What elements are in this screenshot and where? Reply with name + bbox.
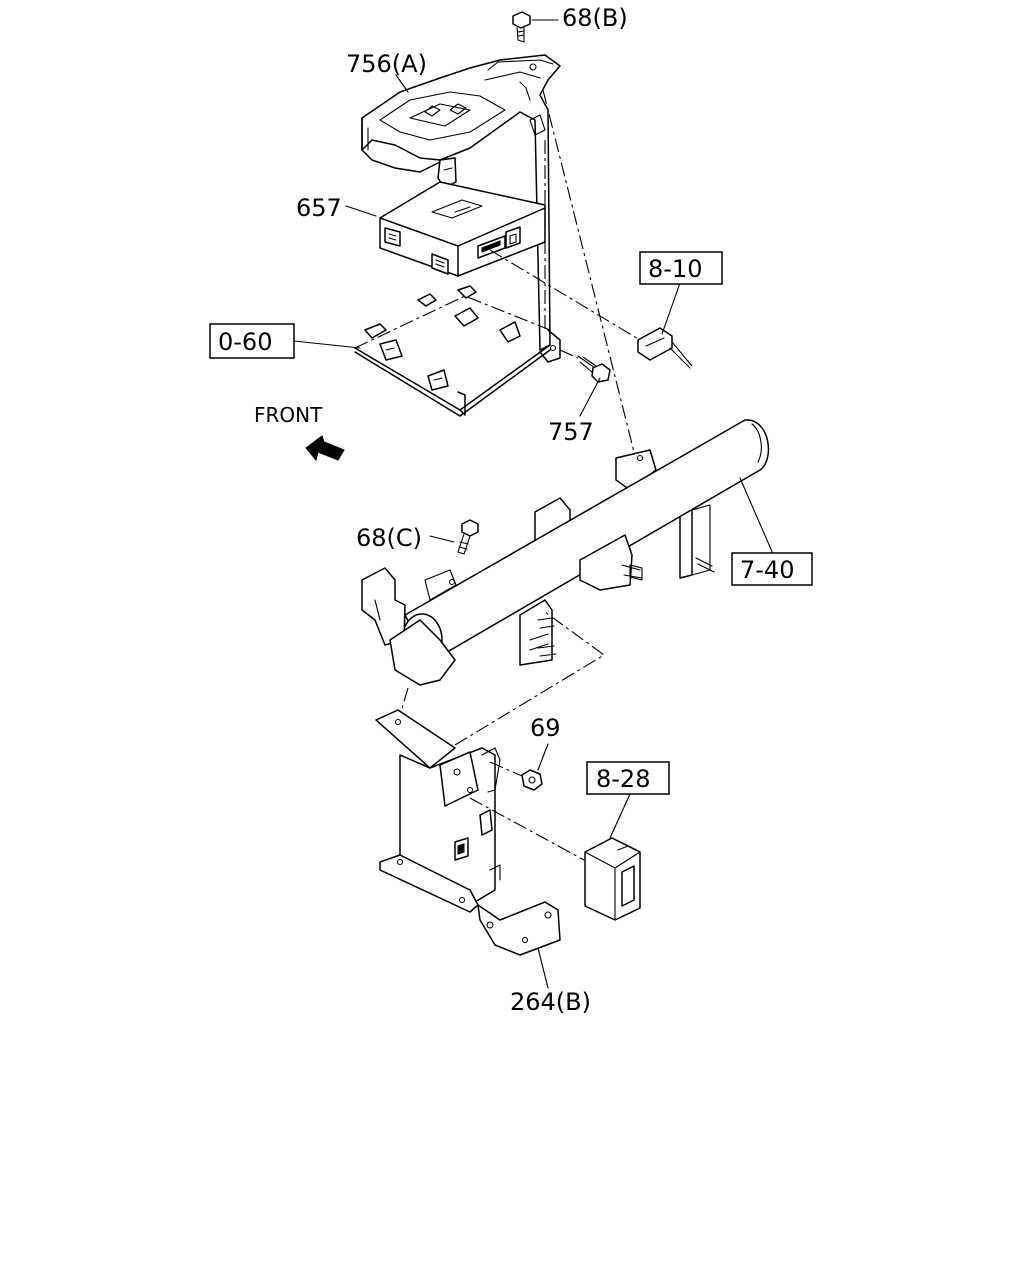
ref-box-7-40 (731, 552, 813, 586)
label-69: 69 (530, 714, 561, 742)
connector-8-10-icon (489, 249, 693, 369)
cross-beam (361, 419, 770, 686)
bolt-68b-icon (512, 11, 537, 71)
leader-dash-bracket-beam (542, 89, 636, 457)
label-front: FRONT (254, 403, 323, 427)
bolt-757-icon (559, 349, 611, 383)
relay-8-28-icon (469, 797, 641, 921)
label-264b: 264(B) (510, 988, 591, 1016)
ref-8-28[interactable]: 8-28 (596, 765, 650, 793)
lower-tray (354, 140, 561, 417)
bolt-68c-icon (429, 519, 479, 555)
ref-0-60[interactable]: 0-60 (218, 328, 272, 356)
leader-dash-lower-2 (454, 611, 605, 746)
label-68c: 68(C) (356, 524, 422, 552)
ref-box-8-28 (586, 761, 670, 795)
ref-box-8-10 (639, 251, 723, 285)
label-757: 757 (548, 418, 594, 446)
nut-69-icon (489, 761, 543, 791)
ref-7-40[interactable]: 7-40 (740, 556, 794, 584)
label-657: 657 (296, 194, 342, 222)
label-756a: 756(A) (346, 50, 427, 78)
ecu-module (379, 181, 546, 277)
front-arrow-icon (305, 435, 345, 462)
ref-8-10[interactable]: 8-10 (648, 255, 702, 283)
lower-bracket (375, 709, 561, 956)
label-68b: 68(B) (562, 4, 628, 32)
ref-box-0-60 (209, 323, 295, 359)
